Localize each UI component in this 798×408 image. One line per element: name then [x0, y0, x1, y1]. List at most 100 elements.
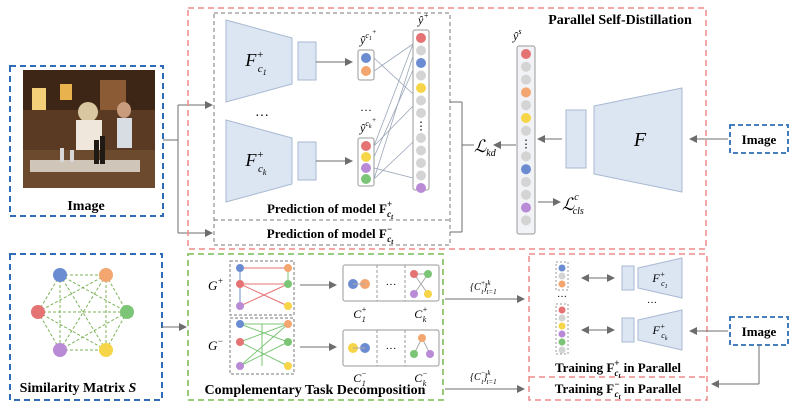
yhat-s-node [521, 61, 531, 72]
train-image-label: Image [742, 324, 777, 339]
graph-plus [236, 264, 292, 310]
ck-plus-cluster [410, 270, 432, 298]
training-border [528, 253, 708, 401]
ck-minus-cluster [410, 334, 434, 358]
distill-image-box [729, 124, 789, 154]
input-image-border [9, 65, 164, 217]
yhat-s-node [521, 113, 531, 123]
prediction-minus-label: Prediction of model F−ct [267, 224, 394, 246]
input-connectors [162, 101, 213, 331]
yhat-s-vdots: ⋮ [521, 139, 532, 151]
similarity-border [9, 253, 163, 401]
decomposition-label: Complementary Task Decomposition [205, 383, 426, 398]
yhat-plus-vdots: ⋮ [416, 121, 427, 133]
model-fck-plus-head [297, 141, 317, 181]
yhat-plus-node [416, 108, 426, 118]
model-fc1-plus [225, 19, 293, 103]
yhat-s-node [521, 87, 531, 98]
parallel-distill-panel: Parallel Self-Distillation F+c1 ··· F+ck… [187, 7, 789, 250]
yhat-plus-node [416, 145, 426, 156]
yhat-s-node [521, 49, 531, 59]
yhat-dots: ··· [360, 103, 372, 117]
yhat-c1-node-2 [361, 66, 371, 76]
yhat-s-node [521, 189, 531, 200]
similarity-panel: Similarity Matrix S [9, 253, 163, 401]
yhat-ck-label: ŷck+ [359, 116, 377, 135]
train-plus-label: Training F+ct in Parallel [555, 358, 681, 380]
model-fck-plus [225, 119, 293, 203]
yhat-s-node [521, 215, 531, 226]
ck-minus-label: C−k [414, 369, 427, 388]
yhat-plus-node [416, 83, 426, 93]
yhat-ck-node-2 [361, 152, 371, 162]
mapping-lines [373, 43, 414, 180]
models-dots: ··· [255, 109, 269, 124]
loss-kd: ℒkd [474, 137, 497, 159]
distill-title: Parallel Self-Distillation [548, 13, 692, 28]
graph-minus-label: G− [208, 336, 223, 353]
yhat-plus-column: ⋮ [416, 33, 427, 193]
c-plus-dots: ··· [386, 279, 397, 291]
yhat-plus-node [416, 45, 426, 56]
model-fc1-plus-label: F+c1 [244, 49, 266, 77]
yhat-s-node [521, 100, 531, 111]
yhat-s-node [521, 74, 531, 85]
decomposition-panel: G+ G− [187, 253, 444, 401]
sim-node-red [31, 305, 45, 319]
train-model-bottom [637, 309, 683, 351]
sim-node-yellow [99, 343, 113, 357]
c1-plus-label: C+1 [353, 305, 366, 324]
model-fc1-plus-head [297, 41, 317, 81]
input-photo [23, 70, 155, 188]
c-minus-dots: ··· [386, 343, 397, 355]
yhat-ck-node-4 [361, 174, 371, 184]
c1-minus-label: C−1 [353, 369, 366, 388]
train-model-dots: ··· [647, 298, 657, 309]
input-image-label: Image [67, 199, 104, 214]
graph-minus [236, 320, 292, 370]
input-image-panel: Image [9, 65, 164, 217]
prediction-box [213, 12, 451, 246]
yhat-plus-node [416, 58, 426, 68]
yhat-plus-label: ŷ+ [417, 11, 429, 27]
yhat-s-column: ⋮ [521, 49, 532, 226]
yhat-plus-node [416, 33, 426, 43]
yhat-s-label: ŷs [512, 27, 521, 43]
teacher-head [565, 109, 587, 169]
train-model-top-label: F+c1 [651, 270, 667, 290]
yhat-ck-node-3 [361, 163, 371, 173]
yhat-c1-label: ŷc1+ [359, 28, 377, 47]
yhat-plus-node [416, 95, 426, 106]
similarity-graph [37, 274, 128, 351]
yhat-plus-node [416, 170, 426, 181]
train-model-top [637, 257, 683, 299]
yhat-c1-node-1 [361, 53, 371, 63]
teacher-label: F [633, 129, 647, 151]
kd-connectors [450, 101, 516, 233]
yhat-s-node [521, 151, 531, 162]
sim-node-blue [53, 268, 67, 282]
sim-node-orange [99, 268, 113, 282]
yhat-plus-node [416, 70, 426, 81]
yhat-s-node [521, 177, 531, 187]
distill-image-label: Image [742, 132, 777, 147]
sim-node-purple [53, 343, 67, 357]
yhat-s-node [521, 164, 531, 175]
train-model-bottom-label: F+ck [652, 322, 668, 342]
yhat-s-node [521, 202, 531, 213]
ck-plus-label: C+k [414, 305, 427, 324]
yhat-ck-node-1 [361, 141, 371, 151]
training-panel: ··· F+c1 ··· F+ck Training F+ct in Paral… [528, 253, 789, 401]
train-minus-label: Training F−ct in Parallel [555, 379, 682, 401]
graph-plus-label: G+ [208, 276, 223, 293]
prediction-plus-label: Prediction of model F+ct [267, 199, 394, 221]
sim-node-green [120, 305, 134, 319]
yhat-plus-node [416, 158, 426, 168]
yhat-plus-node [416, 133, 426, 143]
yhat-s-node [521, 125, 531, 136]
